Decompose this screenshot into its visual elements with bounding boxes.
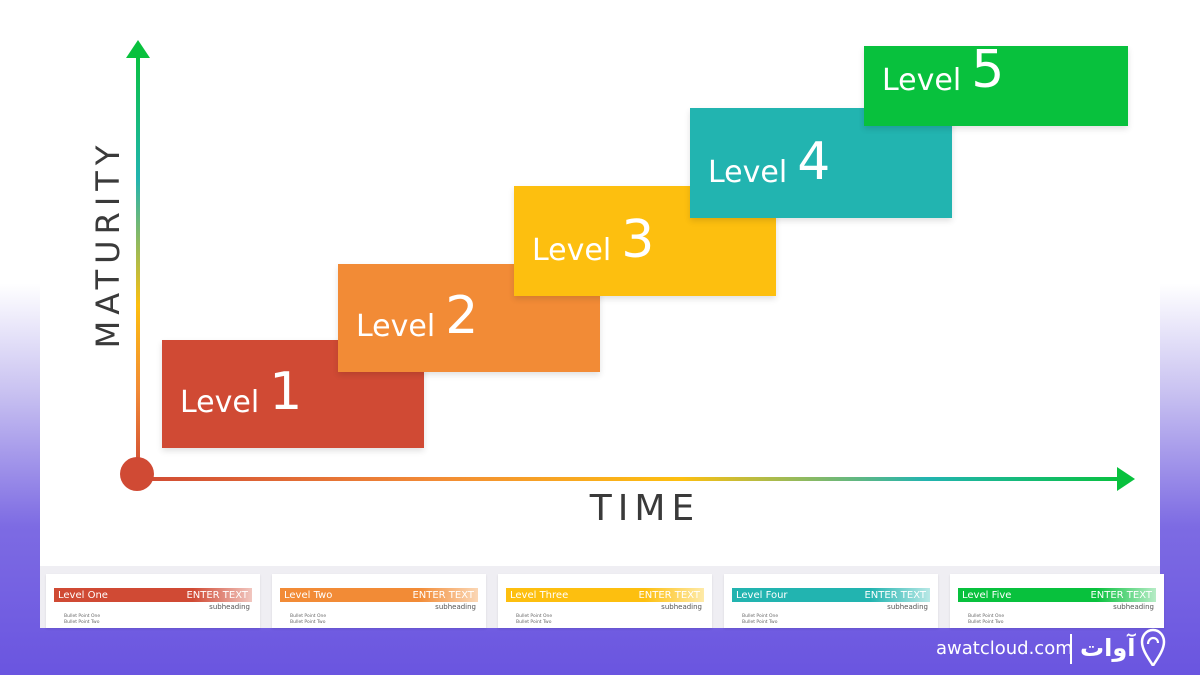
thumbnail-slide[interactable]: Level Two ENTER TEXT subheading Bullet P… (272, 574, 486, 628)
thumbnail-title: Level One (58, 589, 108, 601)
thumbnail-header: Level Two ENTER TEXT (280, 588, 478, 602)
level-5-step: Level 5 (864, 40, 1128, 126)
thumbnail-title: Level Five (962, 589, 1012, 601)
x-axis-arrow-icon (1117, 467, 1135, 491)
thumbnail-enter-text: ENTER TEXT (186, 589, 248, 601)
thumbnail-subheading: subheading (661, 603, 702, 611)
level-3-word: Level (532, 233, 612, 268)
y-axis-line (136, 52, 140, 474)
origin-dot (120, 457, 154, 491)
thumbnail-title: Level Two (284, 589, 333, 601)
thumbnail-bullet: Bullet Point Two (968, 620, 1004, 625)
thumbnail-slide[interactable]: Level Four ENTER TEXT subheading Bullet … (724, 574, 938, 628)
y-axis-label: MATURITY (89, 139, 127, 349)
thumbnail-subheading: subheading (1113, 603, 1154, 611)
level-3-number: 3 (621, 210, 655, 270)
brand-divider (1070, 634, 1072, 664)
slide-canvas (40, 38, 1160, 628)
level-4-number: 4 (797, 132, 831, 192)
thumbnail-title: Level Three (510, 589, 569, 601)
thumbnail-bullet: Bullet Point Two (516, 620, 552, 625)
thumbnail-enter-text: ENTER TEXT (638, 589, 700, 601)
level-5-word: Level (882, 63, 962, 98)
thumbnail-bullet: Bullet Point Two (290, 620, 326, 625)
level-1-number: 1 (269, 362, 303, 422)
level-4-step: Level 4 (690, 108, 952, 218)
thumbnail-slide[interactable]: Level Five ENTER TEXT subheading Bullet … (950, 574, 1164, 628)
y-axis-arrow-icon (126, 40, 150, 58)
x-axis-line (140, 477, 1124, 481)
level-5-number: 5 (971, 40, 1005, 100)
thumbnail-header: Level One ENTER TEXT (54, 588, 252, 602)
level-4-word: Level (708, 155, 788, 190)
level-1-word: Level (180, 385, 260, 420)
thumbnail-enter-text: ENTER TEXT (1090, 589, 1152, 601)
thumbnail-bullet: Bullet Point One (742, 614, 779, 619)
cloud-drop-icon (1140, 628, 1166, 667)
thumbnail-slide[interactable]: Level Three ENTER TEXT subheading Bullet… (498, 574, 712, 628)
brand-site-url[interactable]: awatcloud.com (936, 638, 1073, 659)
thumbnail-header: Level Five ENTER TEXT (958, 588, 1156, 602)
thumbnail-subheading: subheading (887, 603, 928, 611)
thumbnail-strip: Level One ENTER TEXT subheading Bullet P… (40, 566, 1164, 628)
brand-name: آوات (1080, 634, 1136, 662)
thumbnail-subheading: subheading (209, 603, 250, 611)
thumbnail-header: Level Three ENTER TEXT (506, 588, 704, 602)
level-2-number: 2 (445, 286, 479, 346)
thumbnail-bullet: Bullet Point Two (742, 620, 778, 625)
thumbnail-bullet: Bullet Point One (290, 614, 327, 619)
thumbnail-enter-text: ENTER TEXT (864, 589, 926, 601)
thumbnail-bullet: Bullet Point One (64, 614, 101, 619)
level-2-word: Level (356, 309, 436, 344)
thumbnail-subheading: subheading (435, 603, 476, 611)
thumbnail-slide[interactable]: Level One ENTER TEXT subheading Bullet P… (46, 574, 260, 628)
x-axis-label: TIME (589, 488, 701, 529)
thumbnail-title: Level Four (736, 589, 788, 601)
thumbnail-enter-text: ENTER TEXT (412, 589, 474, 601)
thumbnail-bullet: Bullet Point One (968, 614, 1005, 619)
thumbnail-header: Level Four ENTER TEXT (732, 588, 930, 602)
thumbnail-bullet: Bullet Point Two (64, 620, 100, 625)
thumbnail-bullet: Bullet Point One (516, 614, 553, 619)
